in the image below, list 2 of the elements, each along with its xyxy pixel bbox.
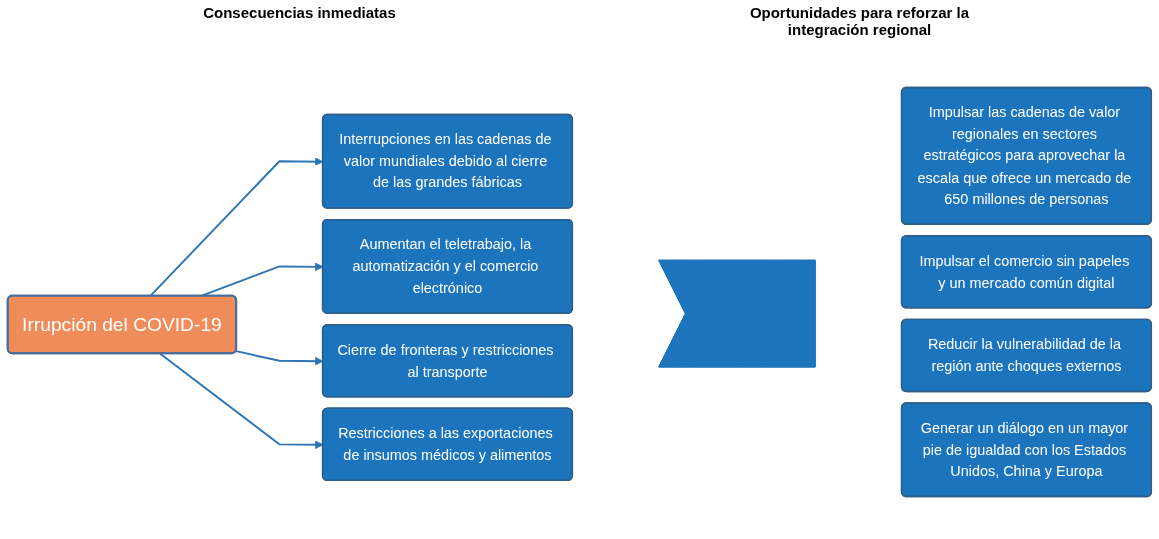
column-heading: Consecuencias inmediatas — [202, 4, 397, 23]
column-heading: Oportunidades para reforzar la integración regional — [748, 4, 971, 40]
